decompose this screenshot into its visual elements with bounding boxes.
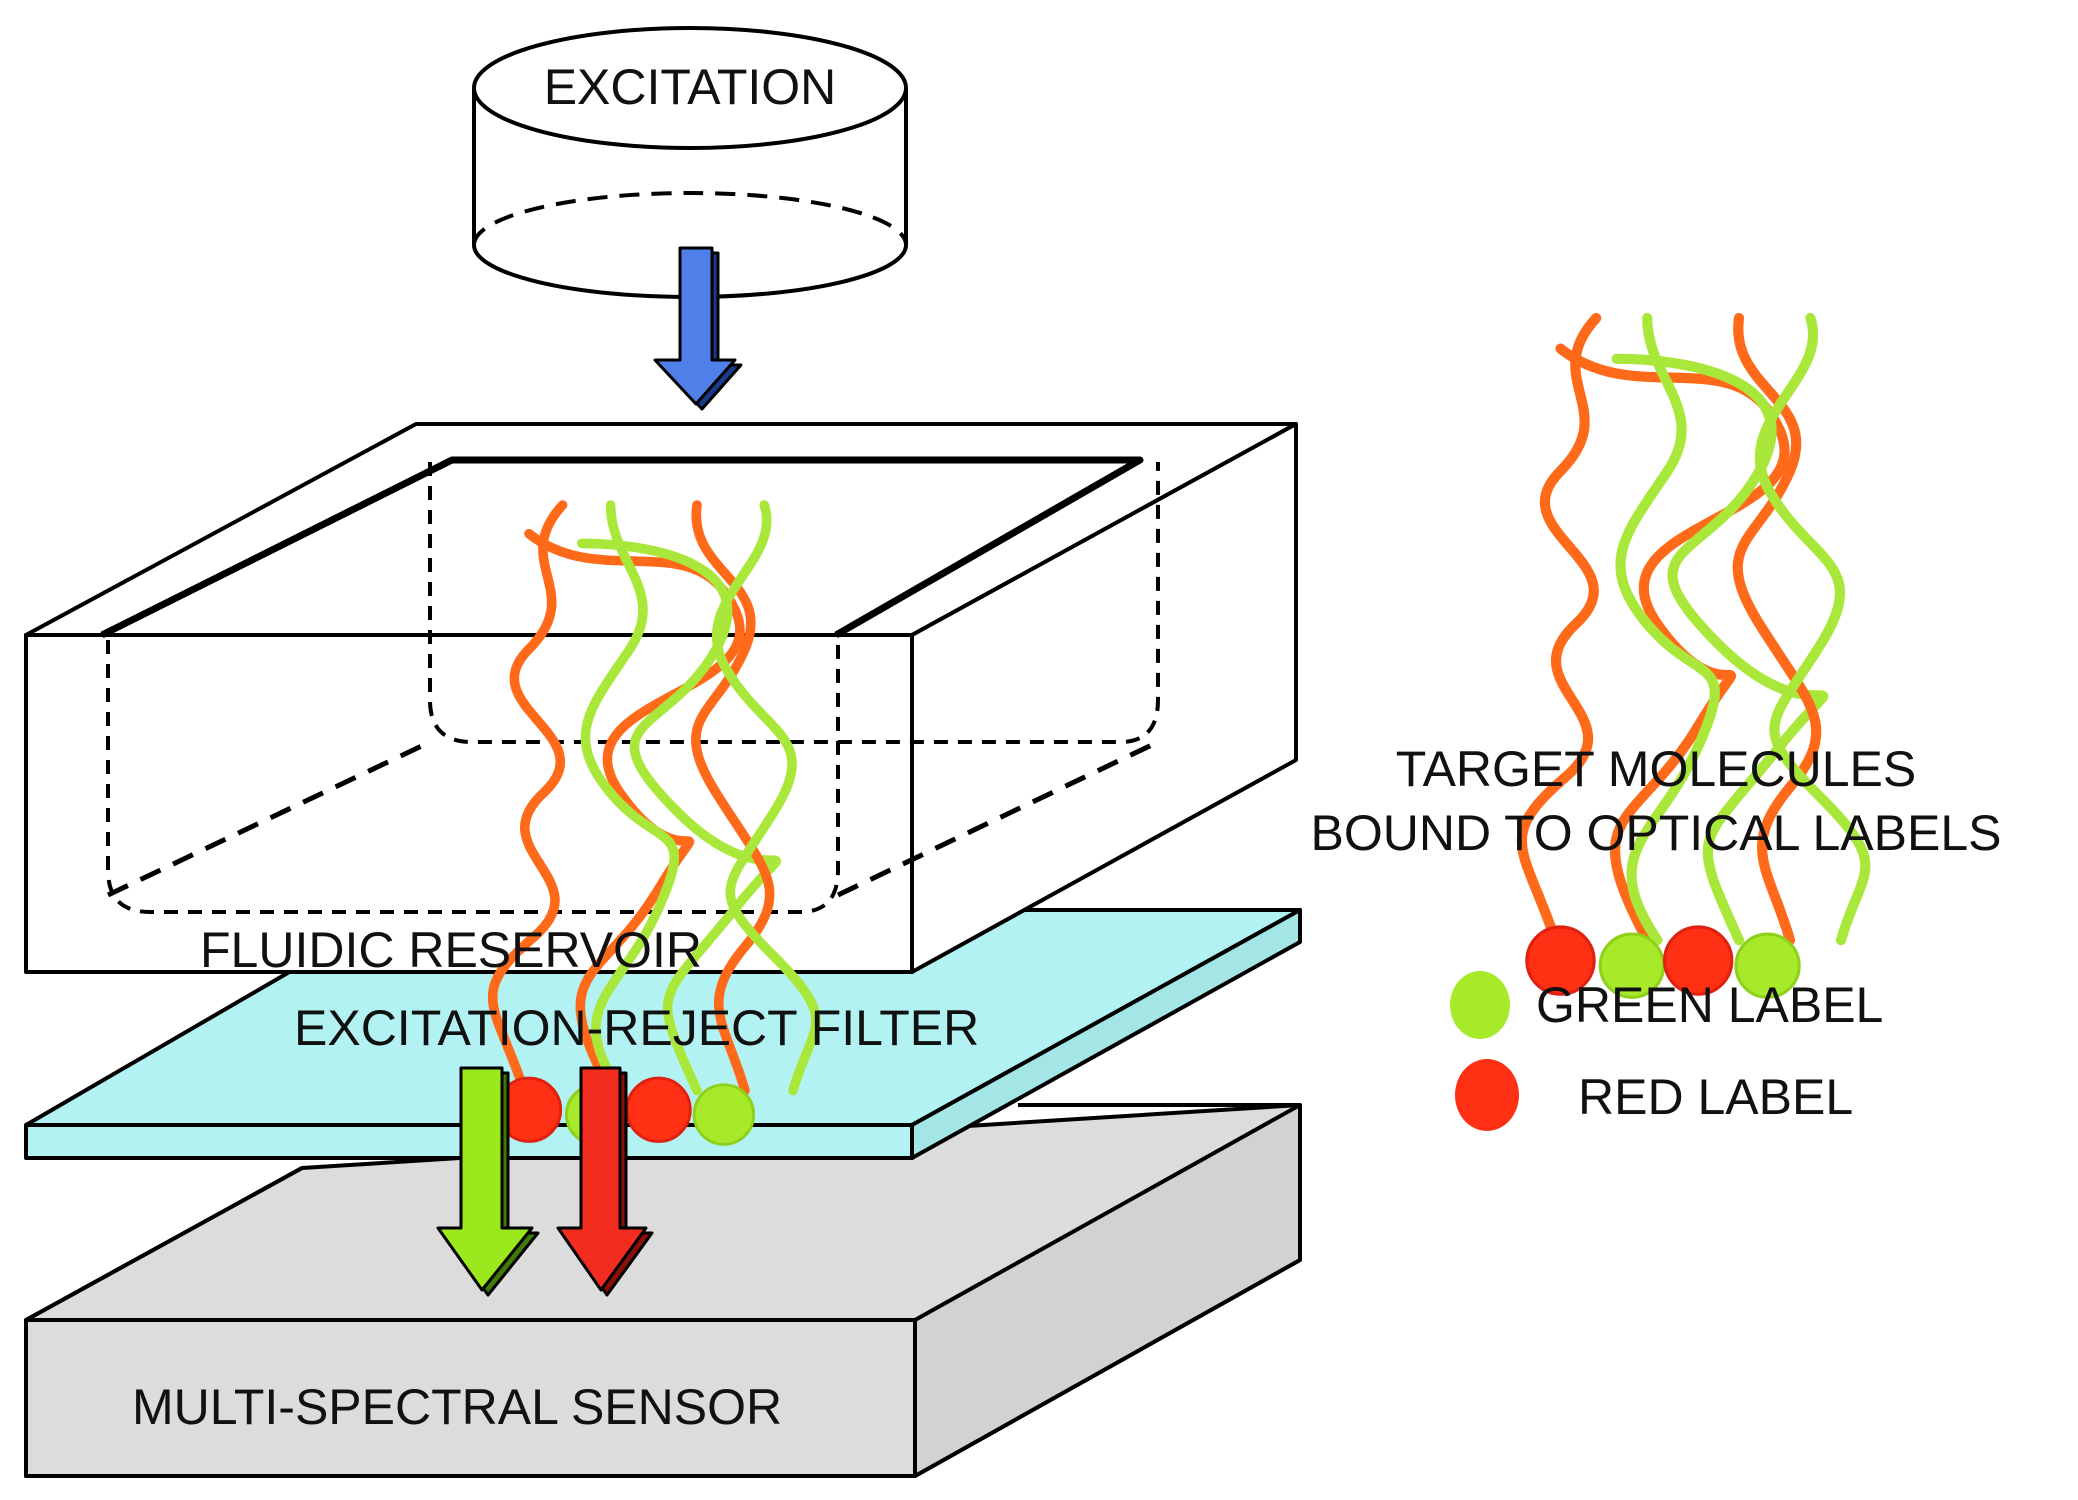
green-label-dot xyxy=(1450,971,1510,1039)
green-label-text: GREEN LABEL xyxy=(1536,977,1883,1033)
fluidic-reservoir xyxy=(24,422,1298,974)
excitation-source xyxy=(472,26,908,299)
legend-target-molecules xyxy=(1522,318,1865,997)
target-molecules-label-line2: BOUND TO OPTICAL LABELS xyxy=(1311,805,2002,861)
target-molecules-label-line1: TARGET MOLECULES xyxy=(1396,741,1916,797)
red-label-text: RED LABEL xyxy=(1578,1069,1853,1125)
red-emission-arrow xyxy=(556,1066,654,1297)
excitation-label: EXCITATION xyxy=(544,59,837,115)
green-emission-arrow xyxy=(436,1066,540,1297)
multi-spectral-sensor xyxy=(24,1103,1302,1478)
fluidic-reservoir-label: FLUIDIC RESERVOIR xyxy=(200,922,702,978)
excitation-arrow xyxy=(653,246,743,411)
sensor-label: MULTI-SPECTRAL SENSOR xyxy=(132,1379,782,1435)
filter-label: EXCITATION-REJECT FILTER xyxy=(294,1000,979,1056)
red-label-dot xyxy=(1455,1059,1519,1131)
